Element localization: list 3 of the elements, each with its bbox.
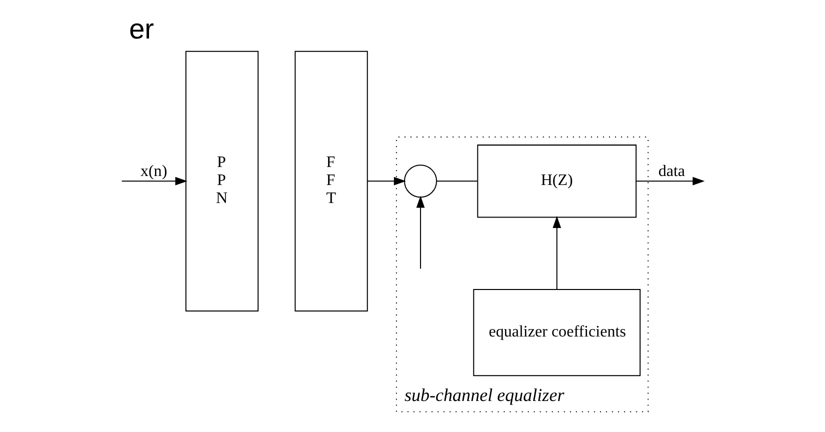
diagram-title: er <box>129 14 154 45</box>
edge-label: data <box>658 162 686 180</box>
edge-label: x(n) <box>140 162 168 180</box>
